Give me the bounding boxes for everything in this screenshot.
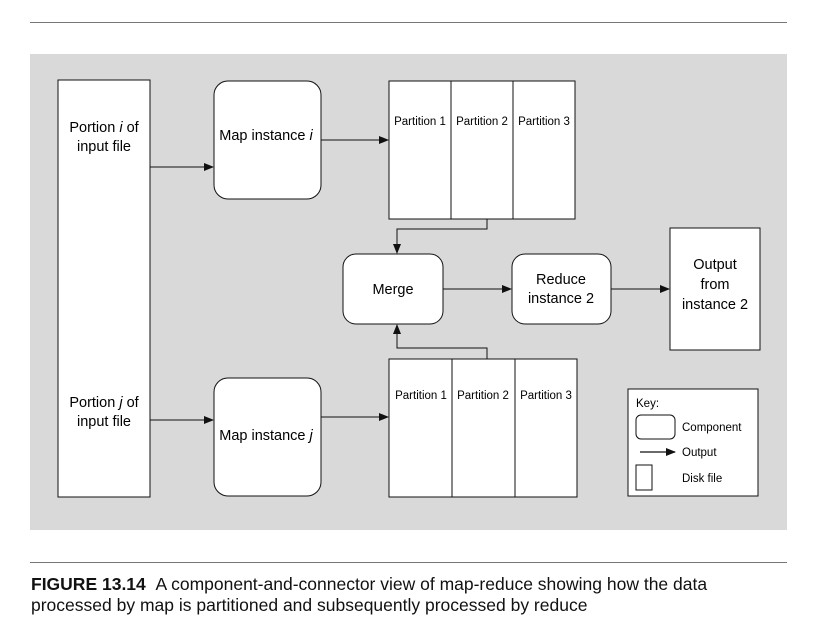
figure-caption-text: A component-and-connector view of map-re… bbox=[31, 574, 708, 615]
key-component-label: Component bbox=[682, 422, 742, 434]
key-disk-file-label: Disk file bbox=[682, 473, 722, 485]
reduce-label-line1: Reduce bbox=[536, 272, 586, 288]
partition-bottom-2: Partition 2 bbox=[457, 390, 509, 402]
output-label-line3: instance 2 bbox=[682, 297, 748, 313]
partition-top-1: Partition 1 bbox=[394, 116, 446, 128]
top-rule bbox=[30, 22, 787, 23]
input-i-label-line2: input file bbox=[77, 139, 131, 155]
caption-rule bbox=[30, 562, 787, 563]
merge-label: Merge bbox=[372, 282, 413, 298]
key-title: Key: bbox=[636, 398, 659, 410]
input-j-label-line2: input file bbox=[77, 414, 131, 430]
map-instance-j-label: Map instance j bbox=[219, 428, 313, 444]
map-instance-i-label: Map instance i bbox=[219, 128, 313, 144]
arrow-partitions-top-to-merge bbox=[393, 219, 488, 254]
input-i-label: Portion i of bbox=[69, 120, 139, 136]
arrow-partitions-bottom-to-merge bbox=[393, 324, 488, 359]
figure-label: FIGURE 13.14 bbox=[31, 574, 146, 594]
partition-file-top bbox=[388, 80, 576, 220]
output-file bbox=[669, 227, 761, 351]
figure-caption: FIGURE 13.14 A component-and-connector v… bbox=[31, 574, 791, 616]
input-file-box bbox=[57, 79, 151, 498]
key-output-label: Output bbox=[682, 447, 717, 459]
key-component-icon bbox=[635, 414, 676, 440]
input-j-label: Portion j of bbox=[69, 395, 139, 411]
partition-top-2: Partition 2 bbox=[456, 116, 508, 128]
map-instance-j bbox=[213, 377, 322, 497]
partition-file-bottom bbox=[388, 358, 578, 498]
key-disk-file-icon bbox=[635, 464, 653, 491]
reduce-label-line2: instance 2 bbox=[528, 291, 594, 307]
map-reduce-diagram: Portion i of input file Portion j of inp… bbox=[57, 79, 761, 498]
reduce-component bbox=[511, 253, 612, 325]
partition-top-3: Partition 3 bbox=[518, 116, 570, 128]
partition-bottom-1: Partition 1 bbox=[395, 390, 447, 402]
output-label-line1: Output bbox=[693, 257, 737, 273]
partition-bottom-3: Partition 3 bbox=[520, 390, 572, 402]
output-label-line2: from bbox=[701, 277, 730, 293]
